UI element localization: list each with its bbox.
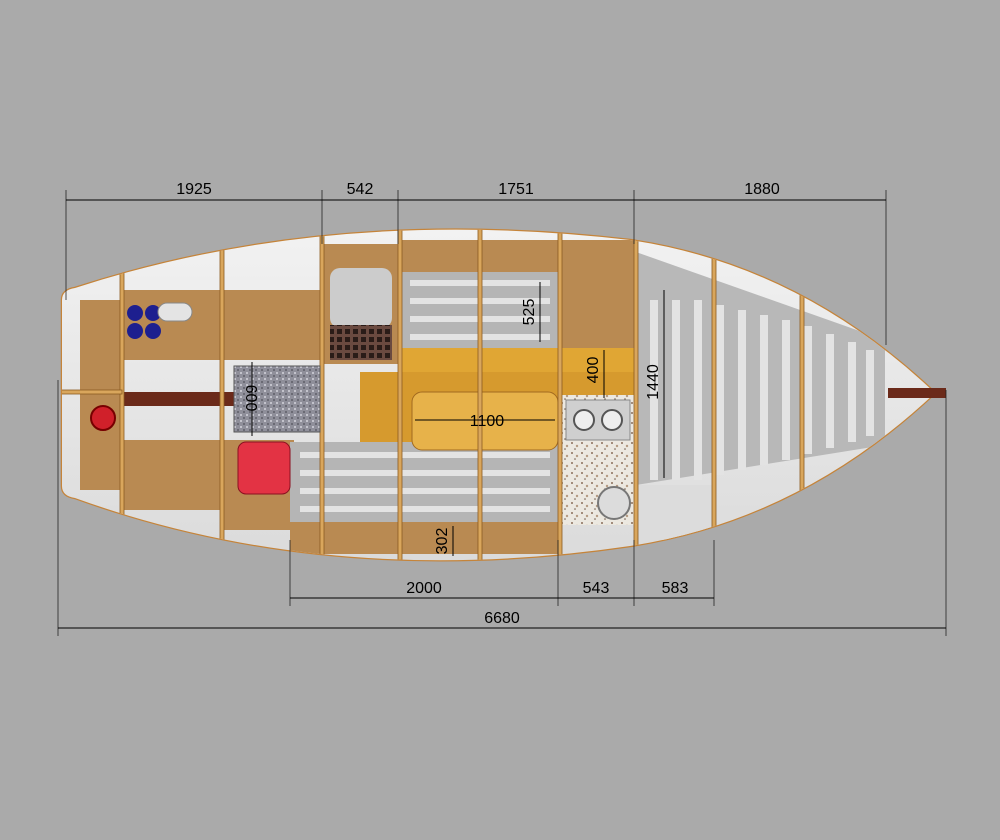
top-dimension-lines — [65, 190, 887, 345]
dim-label-length-overall: 6680 — [484, 610, 520, 627]
dim-label-table-length: 1100 — [470, 413, 505, 430]
dim-label-locker-length: 583 — [662, 580, 689, 597]
dim-label-berth-length: 2000 — [406, 580, 442, 597]
sink — [597, 486, 631, 520]
bowsprit — [888, 388, 946, 398]
interior-dimension-lines — [251, 282, 665, 556]
dim-label-saloon-section: 1751 — [498, 181, 534, 198]
dim-label-forepeak-section: 1880 — [744, 181, 780, 198]
dim-label-head-section: 542 — [347, 181, 374, 198]
dim-label-cockpit-seat-width: 600 — [242, 385, 259, 412]
galley — [560, 395, 636, 525]
dim-label-saloon-berth-width: 525 — [521, 299, 538, 326]
forepeak-vberth — [636, 252, 885, 540]
aft-lazarette — [80, 290, 322, 530]
bucket-icon — [237, 441, 291, 495]
dim-label-settee-back: 302 — [434, 528, 451, 555]
dim-label-galley-length: 543 — [583, 580, 610, 597]
cockpit-cushion — [233, 365, 321, 433]
bottom-dimension-lines — [57, 380, 947, 636]
head-compartment — [322, 244, 400, 364]
bollard-icon — [90, 405, 116, 431]
dim-label-aft-section: 1925 — [176, 181, 212, 198]
forward-locker — [636, 485, 714, 540]
gas-bottles-icon — [127, 302, 193, 339]
dim-label-galley-aisle: 400 — [585, 357, 602, 384]
bulkheads — [62, 229, 805, 561]
dim-label-vberth-width: 1440 — [645, 364, 662, 400]
